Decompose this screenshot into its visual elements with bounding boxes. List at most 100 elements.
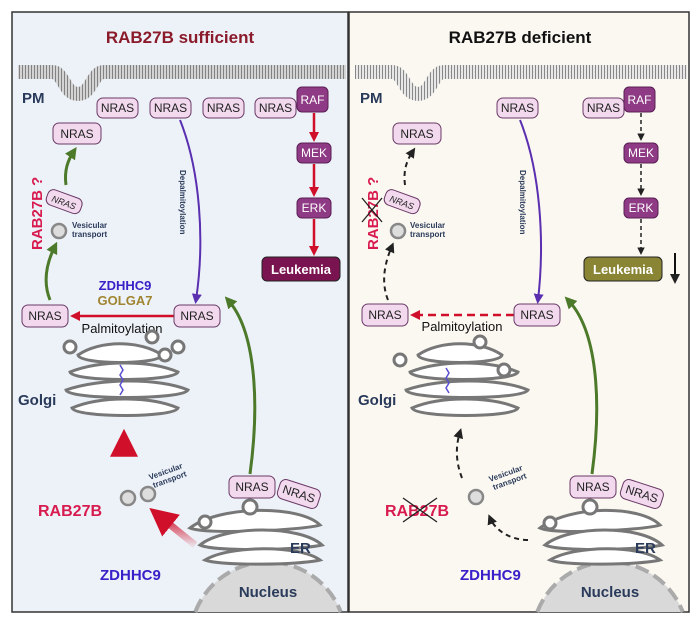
rab27b-label: RAB27B [38,503,102,520]
svg-text:NRAS: NRAS [576,480,609,494]
svg-text:NRAS: NRAS [28,309,61,323]
mek-kinase: MEK [296,142,332,164]
svg-text:NRAS: NRAS [587,101,620,115]
cross-out-icon [361,197,383,223]
transport-label: transport [410,230,445,239]
cross-out-icon [402,497,438,523]
svg-text:ERK: ERK [302,201,327,215]
nras-protein: NRAS [173,304,221,328]
dashed-arrow [487,514,529,541]
nras-protein: NRAS [21,304,69,328]
golgi-label: Golgi [358,392,396,409]
vesicular-label: Vesicular [72,221,107,230]
depalmitoylation-label: Depalmitoylation [178,170,187,235]
plasma-membrane [18,65,346,102]
dashed-arrow [403,147,416,186]
nras-protein: NRAS [52,122,102,145]
rab27b-question-label: RAB27B ? [365,177,382,250]
golgi-apparatus [62,329,190,417]
leukemia-box: Leukemia [261,256,341,282]
svg-text:NRAS: NRAS [207,101,240,115]
nras-protein: NRAS [361,303,409,327]
golgi-label: Golgi [18,392,56,409]
depalmitoylation-label: Depalmitoylation [518,170,527,235]
svg-text:RAF: RAF [301,93,325,107]
svg-text:NRAS: NRAS [60,127,93,141]
raf-kinase: RAF [623,86,656,113]
vesicle-nras: NRAS [45,189,83,215]
dashed-arrow [383,242,395,301]
svg-text:NRAS: NRAS [101,101,134,115]
nras-protein: NRAS [582,97,625,119]
svg-text:MEK: MEK [628,146,654,160]
nras-protein: NRAS [513,303,561,327]
pm-label: PM [22,90,45,107]
vesicle [139,485,157,503]
zdhhc9-label: ZDHHC9 [100,567,161,584]
green-arrow [44,241,58,301]
rab27b-question-label: RAB27B ? [29,177,46,250]
leukemia-box: Leukemia [583,256,663,282]
nras-protein: NRAS [254,97,297,119]
depalmitoylation-arrow [179,119,202,304]
nucleus-label: Nucleus [239,584,297,601]
endoplasmic-reticulum [187,498,326,566]
nras-protein: NRAS [619,479,664,509]
nras-protein: NRAS [276,479,321,509]
pm-label: PM [360,90,383,107]
green-arrow [224,296,257,475]
vesicular-label: Vesicular [410,221,445,230]
erk-kinase: ERK [296,197,332,219]
depalmitoylation-arrow [519,119,544,304]
svg-text:Leukemia: Leukemia [271,262,332,277]
svg-text:NRAS: NRAS [235,480,268,494]
golga7-label: GOLGA7 [98,293,153,308]
endoplasmic-reticulum [537,498,666,566]
nras-protein: NRAS [96,97,139,119]
palmitoylation-label: Palmitoylation [82,321,163,336]
palmitoylation-label: Palmitoylation [422,319,503,334]
er-label: ER [290,540,311,557]
zdhhc9-label: ZDHHC9 [460,567,521,584]
panel-title: RAB27B sufficient [106,28,255,47]
panel-title: RAB27B deficient [449,28,592,47]
vesicle [119,489,137,507]
nras-protein: NRAS [228,475,276,499]
green-arrow [64,147,77,186]
nras-protein: NRAS [569,475,617,499]
svg-text:Leukemia: Leukemia [593,262,654,277]
svg-text:NRAS: NRAS [180,309,213,323]
nras-protein: NRAS [202,97,245,119]
nras-protein: NRAS [149,97,192,119]
raf-kinase: RAF [296,86,329,113]
nucleus-label: Nucleus [581,584,639,601]
vesicle [50,222,68,240]
svg-text:NRAS: NRAS [520,308,553,322]
transport-label: transport [72,230,107,239]
pm-nras-group: NRAS NRAS NRAS NRAS NRAS [52,97,297,145]
zdhhc9-label: ZDHHC9 [99,278,152,293]
nras-protein: NRAS [496,97,539,119]
vesicle [467,488,485,506]
svg-text:NRAS: NRAS [400,127,433,141]
plasma-membrane [355,65,687,102]
panel-rab27b-sufficient: RAB27B sufficient PM NRAS NRAS NRAS NRAS… [11,11,349,613]
er-label: ER [635,540,656,557]
dashed-arrow [453,428,464,479]
svg-text:NRAS: NRAS [368,308,401,322]
vesicle [389,222,407,240]
svg-text:ERK: ERK [629,201,654,215]
svg-text:NRAS: NRAS [259,101,292,115]
erk-kinase: ERK [623,197,659,219]
golgi-apparatus [392,334,530,417]
svg-text:NRAS: NRAS [154,101,187,115]
red-transport-arrow [149,507,198,548]
svg-text:NRAS: NRAS [501,101,534,115]
mek-kinase: MEK [623,142,659,164]
green-arrow [564,296,599,475]
svg-text:RAF: RAF [628,93,652,107]
svg-text:MEK: MEK [301,146,327,160]
vesicle-nras: NRAS [383,189,421,215]
nras-protein: NRAS [392,122,442,145]
